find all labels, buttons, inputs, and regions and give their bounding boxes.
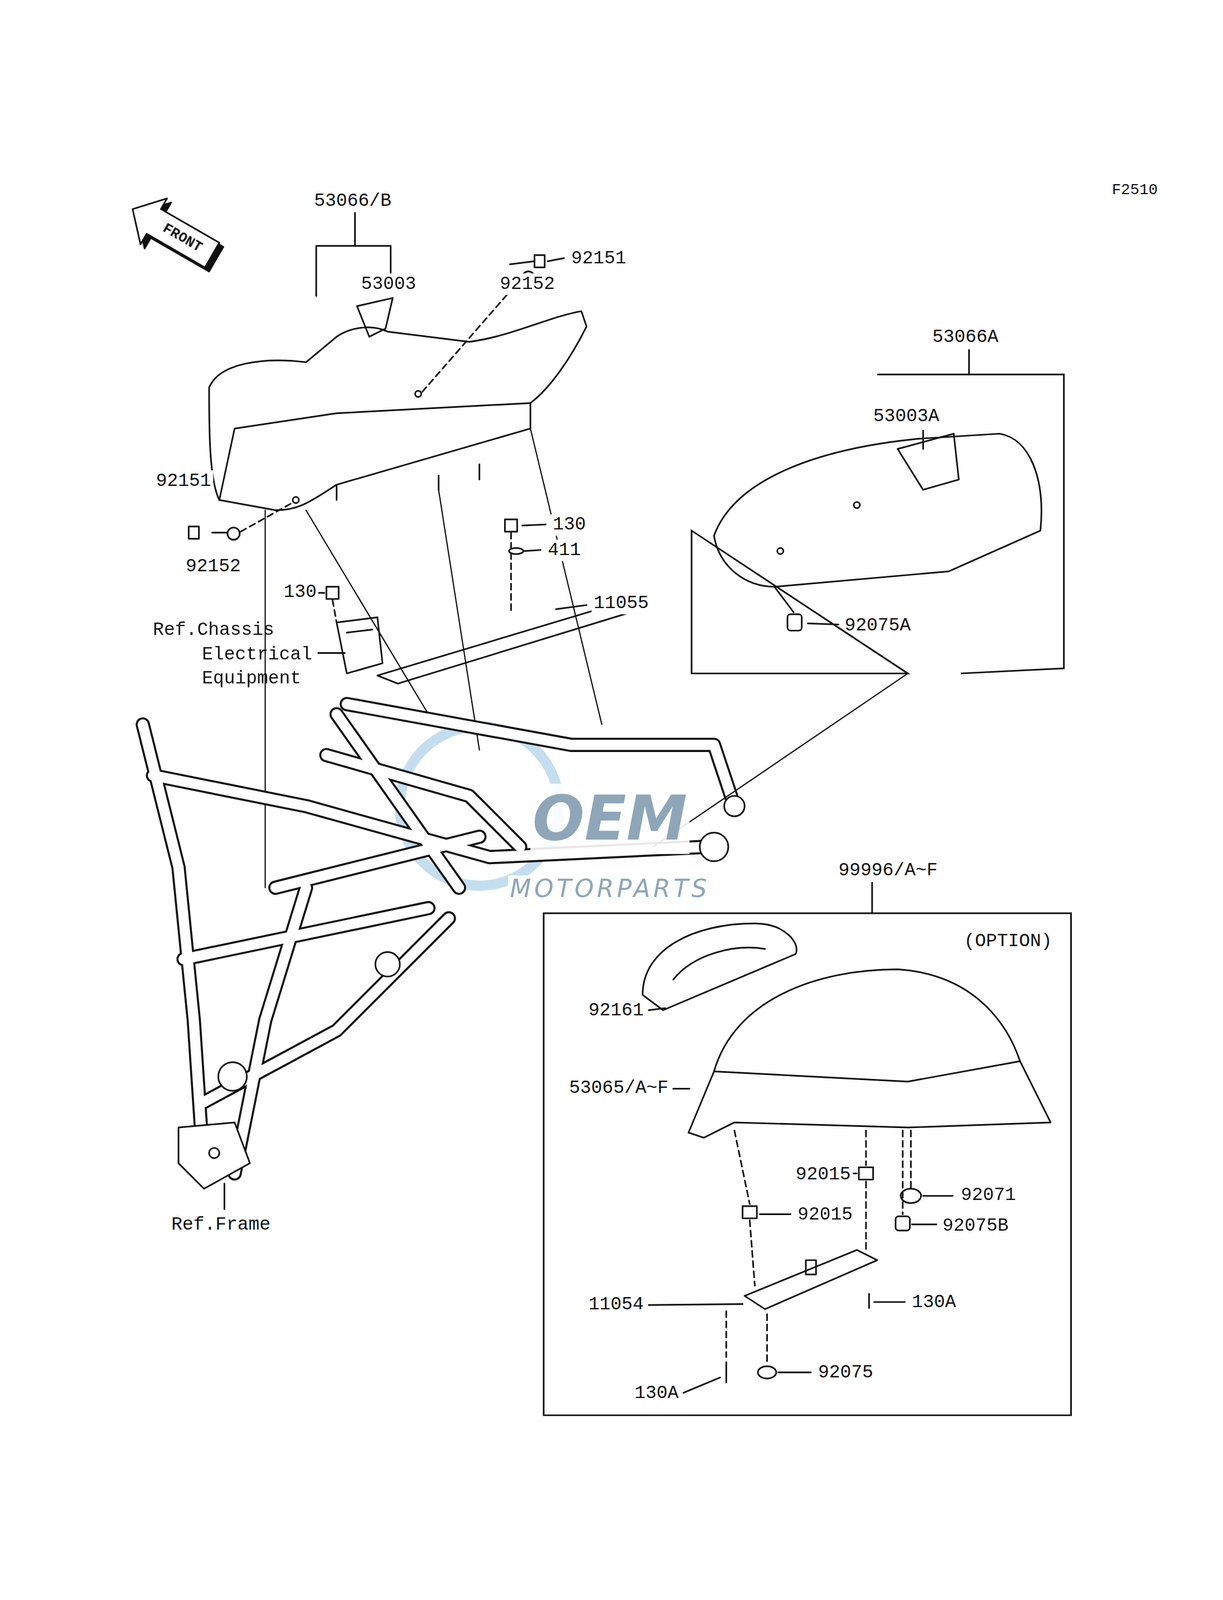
callout-number: 53003A (871, 405, 942, 428)
group-callout: 53066A (930, 326, 1001, 348)
callout-number: 130A (909, 1291, 958, 1313)
group-outline (543, 912, 1072, 1415)
watermark: MOTORPARTS (508, 875, 713, 903)
callout-number: 130A (632, 1381, 681, 1404)
callout-number: 92161 (586, 999, 646, 1021)
reference-note: Ref.Chassis Electrical Equipment (151, 617, 388, 691)
group-note: (OPTION) (962, 930, 1055, 952)
reference-note: Ref.Frame (169, 1214, 273, 1236)
callout-number: 11054 (586, 1293, 646, 1315)
callout-number: 92015 (795, 1203, 855, 1225)
watermark: OEM (530, 783, 690, 854)
callout-number: 53065/A~F (567, 1076, 671, 1099)
figure-code: F2510 (1109, 181, 1160, 200)
group-outline-path (691, 374, 1065, 674)
callout-number: 92071 (958, 1184, 1018, 1206)
callout-number: 92075B (940, 1214, 1011, 1236)
callout-number: 92152 (183, 556, 243, 578)
callout-number: 130 (550, 514, 589, 536)
callout-number: 92075A (842, 615, 913, 637)
group-outline (691, 374, 1065, 674)
callout-number: 11055 (591, 592, 651, 615)
group-callout: 99996/A~F (836, 859, 940, 882)
group-outline-path (543, 912, 1072, 1415)
callout-number: 92152 (498, 273, 558, 295)
callout-number: 53066/B (312, 190, 394, 212)
callout-number: 92151 (153, 470, 214, 492)
callout-number: 92015 (793, 1163, 853, 1186)
callout-number: 92075 (815, 1361, 876, 1384)
callout-number: 411 (545, 539, 584, 562)
callout-number: 130 (281, 581, 319, 603)
option-group-frame: 53066A (691, 374, 1065, 674)
option-group-frame: 99996/A~F(OPTION) (543, 912, 1072, 1415)
callout-number: 92151 (569, 247, 629, 269)
callout-number: 53003 (359, 273, 419, 295)
